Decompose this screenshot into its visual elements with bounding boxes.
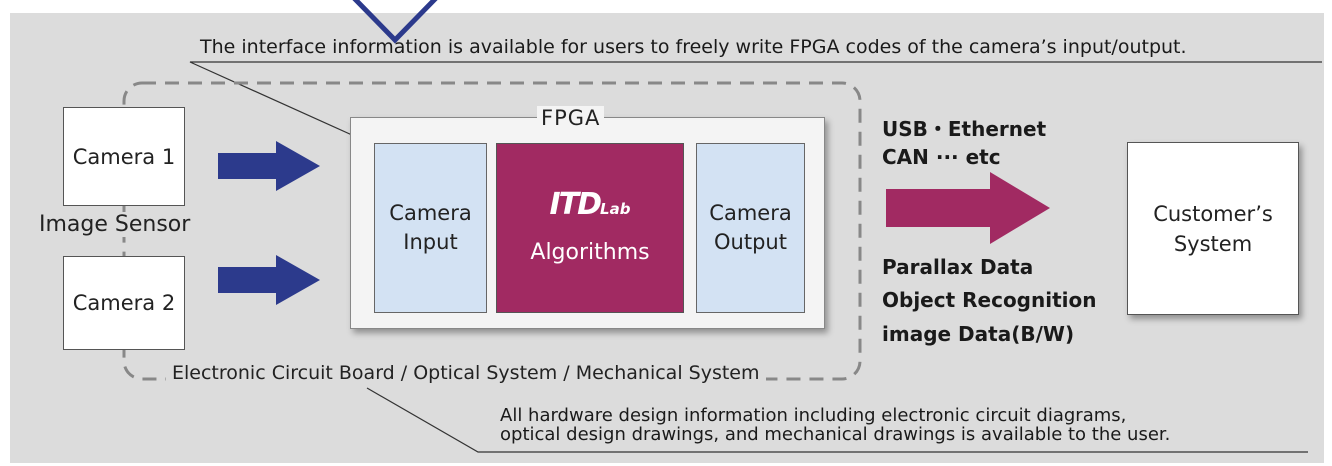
interface-note: The interface information is available f… — [200, 36, 1187, 58]
fpga-label: FPGA — [537, 106, 605, 130]
board-label: Electronic Circuit Board / Optical Syste… — [166, 362, 766, 384]
output-data-line1: Parallax Data — [882, 255, 1034, 279]
camera-1-box: Camera 1 — [63, 107, 185, 206]
interfaces-line1: USB・Ethernet — [882, 117, 1047, 141]
itd-lab-logo-icon: ITDLab — [549, 186, 631, 222]
hardware-note-line1: All hardware design information includin… — [500, 405, 1127, 426]
arrow-output — [886, 172, 1050, 244]
customer-line1: Customer’s — [1153, 201, 1273, 226]
camera-input-line1: Camera — [389, 201, 472, 225]
hardware-callout-line — [366, 387, 1308, 453]
camera-input-line2: Input — [403, 230, 458, 254]
interfaces-line2: CAN ··· etc — [882, 145, 1001, 169]
arrow-camera2 — [218, 255, 320, 305]
hardware-note: All hardware design information includin… — [500, 406, 1170, 444]
camera-output-line1: Camera — [709, 201, 792, 225]
pointer-triangle — [352, 0, 438, 44]
output-data-line2: Object Recognition — [882, 288, 1097, 312]
arrow-camera1 — [218, 141, 320, 191]
customer-line2: System — [1173, 231, 1253, 256]
output-data-line3: image Data(B/W) — [882, 322, 1075, 346]
camera-2-label: Camera 2 — [72, 291, 176, 315]
camera-output-block: Camera Output — [696, 143, 805, 313]
camera-input-block: Camera Input — [374, 143, 487, 313]
interface-callout-line — [189, 61, 1322, 136]
algorithms-label: Algorithms — [530, 239, 650, 265]
camera-output-line2: Output — [714, 230, 787, 254]
image-sensor-label: Image Sensor — [36, 212, 194, 237]
algorithms-block: ITDLab Algorithms — [496, 143, 684, 313]
hardware-note-line2: optical design drawings, and mechanical … — [500, 424, 1171, 445]
camera-2-box: Camera 2 — [63, 256, 185, 350]
camera-1-label: Camera 1 — [72, 144, 176, 169]
customer-system-box: Customer’s System — [1127, 142, 1299, 315]
